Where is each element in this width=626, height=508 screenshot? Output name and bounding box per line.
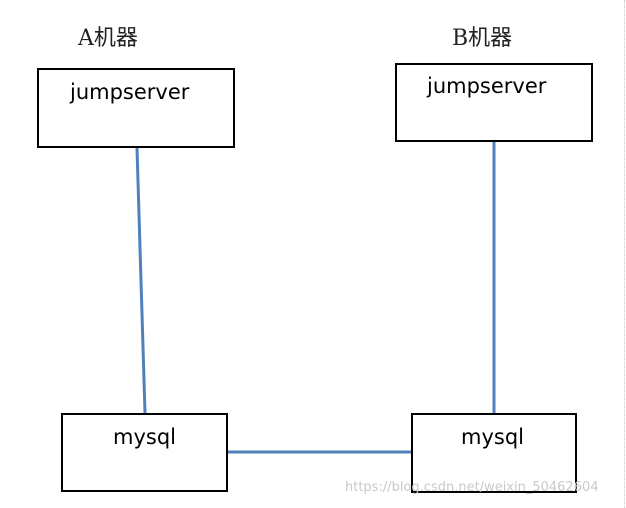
machine-a-mysql-box bbox=[61, 413, 228, 492]
machine-b-jumpserver-label: jumpserver bbox=[427, 74, 547, 98]
machine-a-label: A机器 bbox=[78, 26, 138, 51]
connector-a-jumpserver-mysql bbox=[135, 147, 147, 414]
machine-b-jumpserver-box bbox=[395, 63, 593, 142]
machine-a-mysql-label: mysql bbox=[113, 425, 176, 449]
machine-a-jumpserver-box bbox=[37, 68, 235, 148]
machine-b-label: B机器 bbox=[452, 26, 513, 51]
machine-a-jumpserver-label: jumpserver bbox=[70, 80, 190, 104]
machine-b-mysql-label: mysql bbox=[461, 425, 524, 449]
machine-b-mysql-box bbox=[411, 413, 577, 493]
watermark: https://blog.csdn.net/weixin_50462604 bbox=[345, 480, 599, 495]
